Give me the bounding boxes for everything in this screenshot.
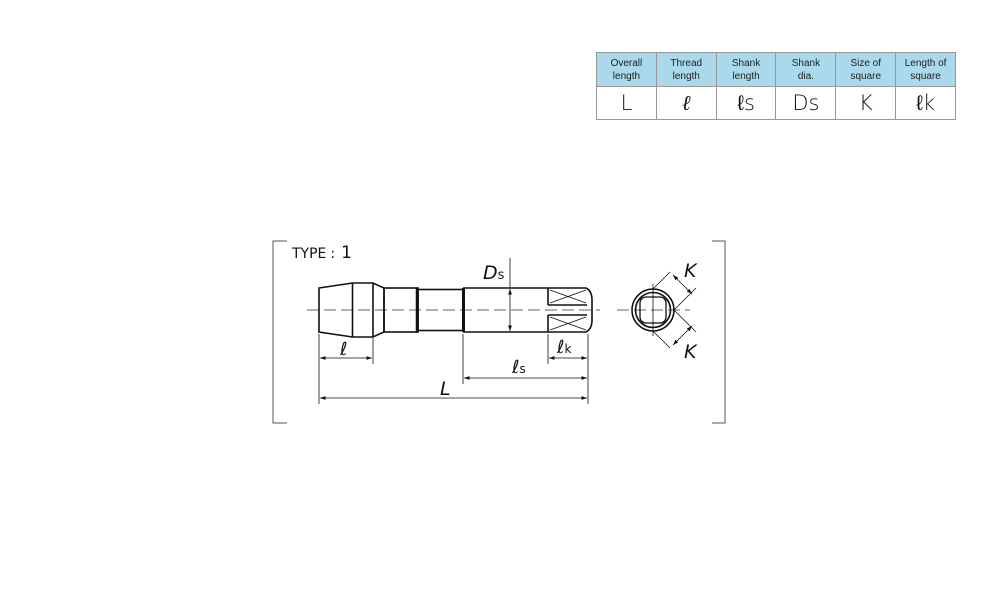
dim-K-top-label: K xyxy=(684,260,698,282)
dim-lk-label: ℓk xyxy=(556,337,571,358)
symbol-L: L xyxy=(596,86,657,120)
dim-K-bottom-label: K xyxy=(684,341,698,363)
spec-symbol-row: L ℓ ℓs Ds K ℓk xyxy=(596,86,956,120)
dim-ls-label: ℓs xyxy=(511,357,526,378)
dim-l-label: ℓ xyxy=(339,339,347,360)
dimension-lines xyxy=(318,258,589,404)
left-bracket xyxy=(272,240,287,424)
symbol-ls: ℓs xyxy=(715,86,777,120)
type-label: TYPE:1 xyxy=(291,243,352,263)
tap-side-view xyxy=(318,282,593,338)
symbol-Ds: Ds xyxy=(775,86,837,120)
dim-Ds-label: Ds xyxy=(483,262,505,284)
symbol-lk: ℓk xyxy=(895,86,956,120)
right-bracket xyxy=(712,240,726,424)
dim-L-label: L xyxy=(440,378,451,400)
tap-end-view xyxy=(631,271,697,349)
symbol-l: ℓ xyxy=(655,86,717,120)
